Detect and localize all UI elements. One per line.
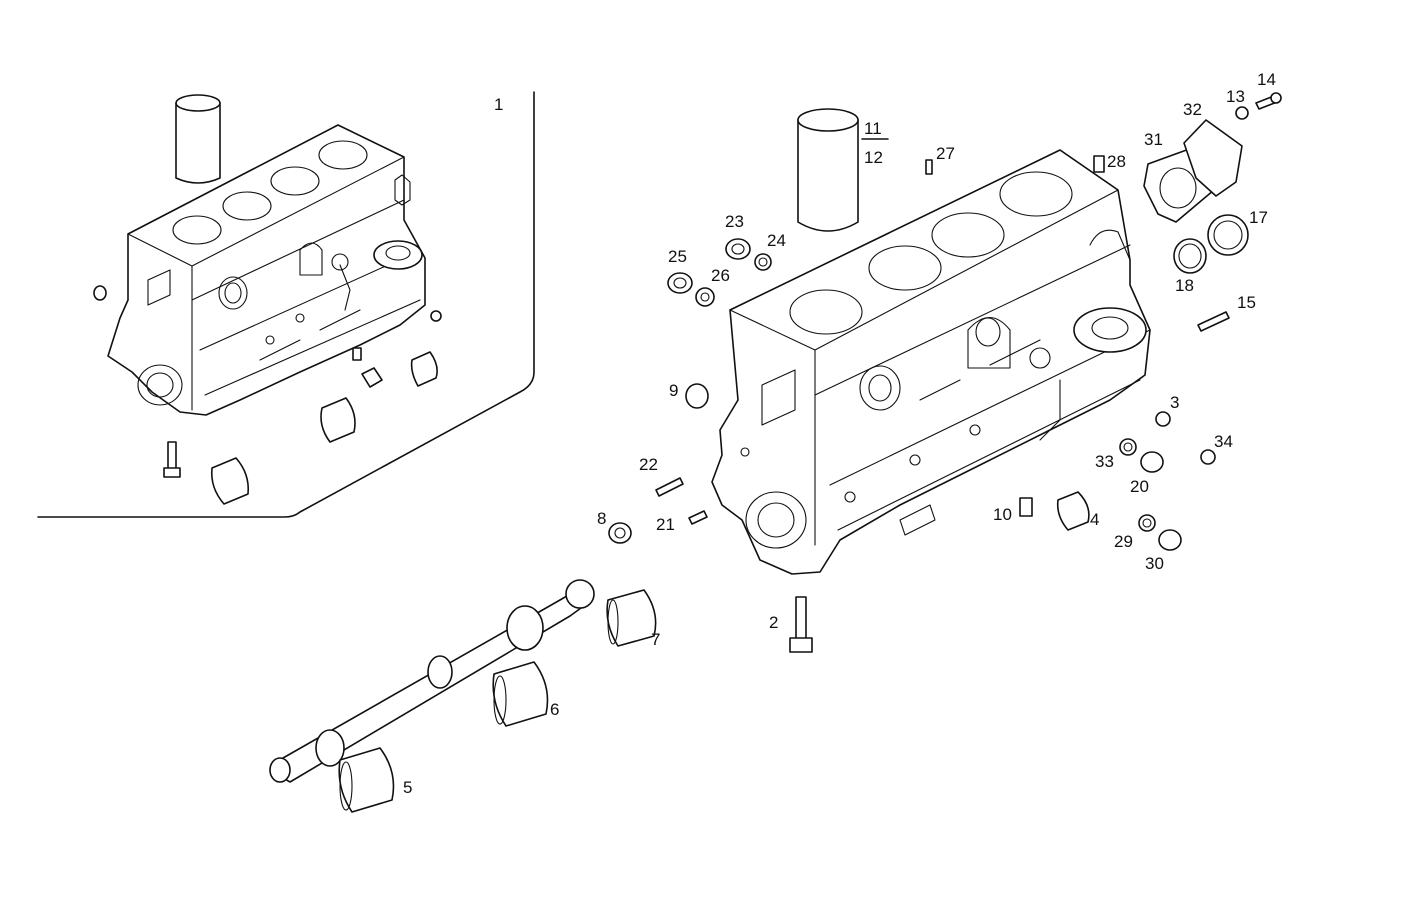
seal-17 <box>1207 214 1249 256</box>
callout-24: 24 <box>767 231 786 250</box>
callout-9: 9 <box>669 381 678 400</box>
callout-6: 6 <box>550 700 559 719</box>
plug-9 <box>685 383 709 409</box>
callout-10: 10 <box>993 505 1012 524</box>
bolt-14 <box>1255 92 1282 110</box>
plug-25 <box>667 272 693 294</box>
callout-26: 26 <box>711 266 730 285</box>
callout-14: 14 <box>1257 70 1276 89</box>
callout-17: 17 <box>1249 208 1268 227</box>
callout-27: 27 <box>936 144 955 163</box>
cam-bushing-5 <box>338 747 395 813</box>
oring-18 <box>1173 238 1207 274</box>
callout-1: 1 <box>494 95 503 114</box>
cylinder-liner <box>797 108 859 232</box>
cover-32 <box>1183 119 1243 197</box>
callout-31: 31 <box>1144 130 1163 149</box>
callout-12: 12 <box>864 148 883 167</box>
washer-26 <box>695 287 715 307</box>
bushing-8 <box>608 522 632 544</box>
callout-18: 18 <box>1175 276 1194 295</box>
nut-34 <box>1200 449 1216 465</box>
callout-20: 20 <box>1130 477 1149 496</box>
plug-20 <box>1140 451 1164 473</box>
callout-23: 23 <box>725 212 744 231</box>
plug-30 <box>1158 529 1182 551</box>
callout-4: 4 <box>1090 510 1099 529</box>
callout-7: 7 <box>651 630 660 649</box>
washer-29 <box>1138 514 1156 532</box>
callout-8: 8 <box>597 509 606 528</box>
callout-labels: 1 2 3 4 5 6 7 8 9 10 11 12 13 14 15 17 1… <box>403 70 1276 797</box>
stud-15 <box>1197 311 1230 332</box>
assembly-engine-block <box>107 94 426 416</box>
washer-24 <box>754 253 772 271</box>
stud-22 <box>655 477 684 497</box>
callout-3: 3 <box>1170 393 1179 412</box>
dowel-pin-27 <box>925 159 933 175</box>
callout-32: 32 <box>1183 100 1202 119</box>
assembly-bushing-d <box>210 457 250 505</box>
callout-28: 28 <box>1107 152 1126 171</box>
bushing-4 <box>1056 491 1090 531</box>
washer-13 <box>1235 106 1249 120</box>
pin-21 <box>688 510 708 525</box>
callout-34: 34 <box>1214 432 1233 451</box>
bolt-2 <box>789 596 813 653</box>
assembly-bushing-c <box>320 397 356 443</box>
dowel-28 <box>1093 155 1105 173</box>
plug-23 <box>725 238 751 260</box>
assembly-small-parts <box>93 285 442 505</box>
callout-15: 15 <box>1237 293 1256 312</box>
washer-33 <box>1119 438 1137 456</box>
callout-30: 30 <box>1145 554 1164 573</box>
assembly-bushing-a <box>361 367 383 388</box>
callout-29: 29 <box>1114 532 1133 551</box>
cam-bushing-6 <box>492 661 549 727</box>
assembly-bolt <box>163 441 181 478</box>
callout-33: 33 <box>1095 452 1114 471</box>
callout-5: 5 <box>403 778 412 797</box>
callout-13: 13 <box>1226 87 1245 106</box>
callout-22: 22 <box>639 455 658 474</box>
assembly-bushing-b <box>410 351 438 387</box>
plug-10 <box>1019 497 1033 517</box>
engine-block <box>711 149 1151 575</box>
callout-21: 21 <box>656 515 675 534</box>
callout-2: 2 <box>769 613 778 632</box>
camshaft <box>269 579 595 783</box>
cam-bushing-7 <box>606 589 657 647</box>
callout-25: 25 <box>668 247 687 266</box>
assembly-frame <box>37 91 535 518</box>
assembly-cylinder-liner <box>175 94 221 184</box>
nut-3 <box>1155 411 1171 427</box>
callout-11: 11 <box>864 119 882 138</box>
